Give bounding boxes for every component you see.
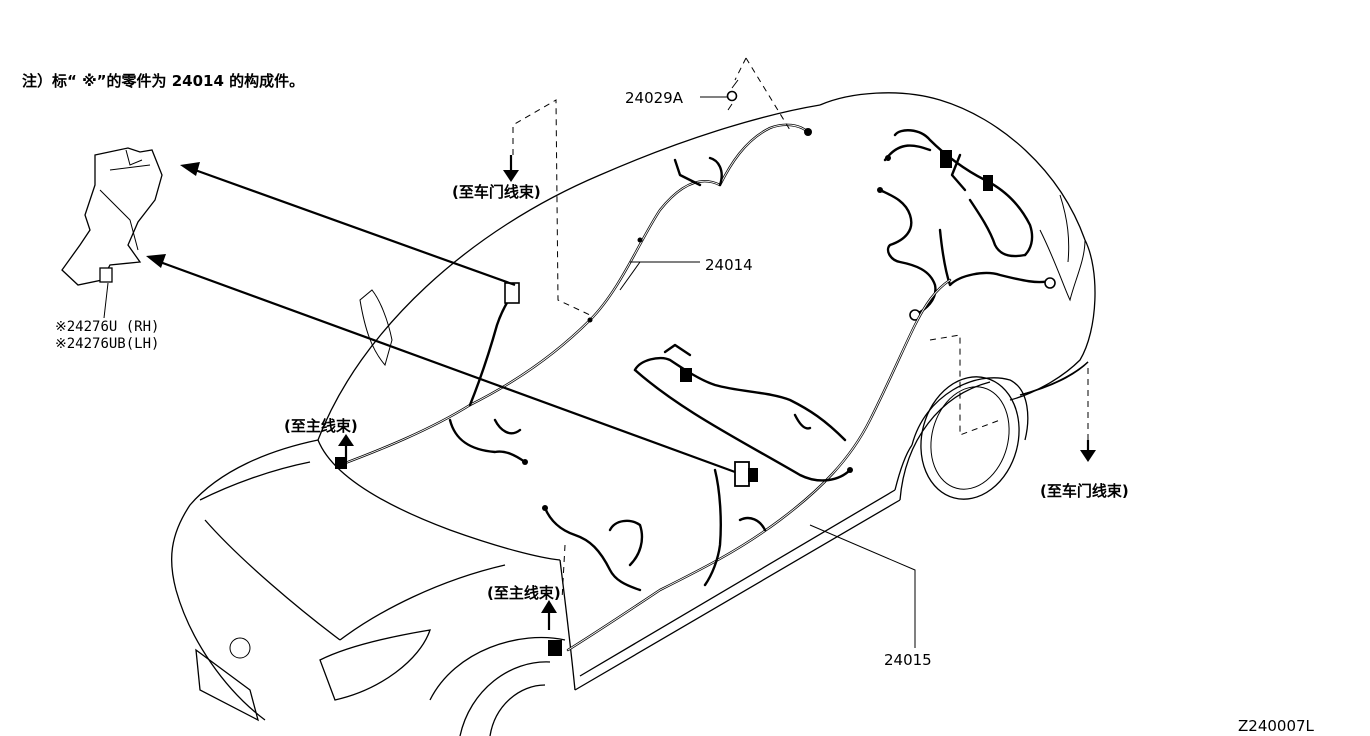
reference-arrows — [146, 162, 736, 474]
bracket-24276u — [61, 147, 163, 286]
label-24276u: ※24276U (RH) — [55, 319, 159, 335]
rear-harness-cluster — [877, 129, 1056, 321]
label-24015: 24015 — [884, 651, 932, 669]
label-to-door-harness-top: (至车门线束) — [452, 183, 541, 201]
direction-arrows — [338, 155, 1096, 630]
floor-harness-24015 — [542, 278, 952, 656]
label-24029a: 24029A — [625, 89, 684, 107]
label-to-door-harness-rear: (至车门线束) — [1040, 482, 1129, 500]
diagram-code: Z240007L — [1238, 717, 1315, 735]
note-text: 注）标“ ※”的零件为 24014 的构成件。 — [22, 72, 304, 90]
dashed-reference-lines — [512, 57, 1089, 601]
connector-assembly — [734, 461, 758, 487]
roof-harness-24014 — [335, 123, 812, 469]
label-24014: 24014 — [705, 256, 753, 274]
clip-24029a — [726, 79, 739, 111]
car-body-outline — [171, 92, 1096, 736]
label-to-main-harness-lower: (至主线束) — [487, 584, 561, 602]
leader-lines — [103, 96, 916, 648]
label-to-main-harness-upper: (至主线束) — [284, 417, 358, 435]
label-24276ub: ※24276UB(LH) — [55, 336, 159, 352]
